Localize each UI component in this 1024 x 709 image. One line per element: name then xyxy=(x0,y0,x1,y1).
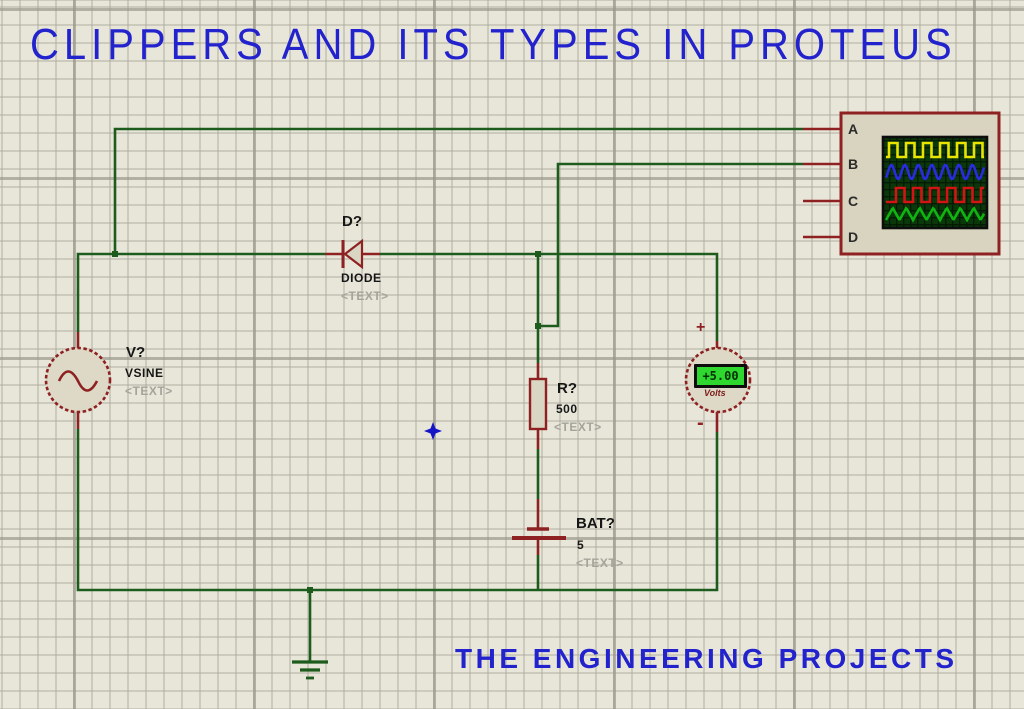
wire-source-bottom[interactable] xyxy=(76,429,719,592)
ground-symbol[interactable] xyxy=(292,660,328,680)
voltmeter-plus-sign: + xyxy=(696,319,706,336)
source-ref-label[interactable]: V? xyxy=(126,344,146,361)
wire-source-to-diode[interactable] xyxy=(76,252,325,332)
vsine-source-symbol[interactable] xyxy=(44,332,112,429)
scope-pin-label-a: A xyxy=(848,121,859,137)
diode-text-placeholder[interactable]: <TEXT> xyxy=(341,289,389,303)
diode-symbol[interactable] xyxy=(325,238,380,270)
scope-trace-channel-b xyxy=(884,163,986,181)
battery-symbol[interactable] xyxy=(512,499,566,555)
voltmeter-minus-sign: - xyxy=(697,412,704,434)
sine-glyph xyxy=(57,370,99,392)
resistor-symbol[interactable] xyxy=(528,363,548,449)
battery-text-placeholder[interactable]: <TEXT> xyxy=(576,556,624,570)
scope-pin-label-d: D xyxy=(848,229,859,245)
junction-dots xyxy=(112,251,541,593)
voltmeter-lcd-reading: +5.00 xyxy=(694,364,747,388)
scope-trace-channel-a xyxy=(886,141,984,159)
resistor-ref-label[interactable]: R? xyxy=(557,380,577,397)
origin-cursor-icon xyxy=(424,422,442,440)
battery-value-label[interactable]: 5 xyxy=(577,538,585,552)
footer-text[interactable]: THE ENGINEERING PROJECTS xyxy=(455,643,958,674)
scope-pin-label-b: B xyxy=(848,156,859,172)
scope-pin-label-c: C xyxy=(848,193,859,209)
diode-ref-label[interactable]: D? xyxy=(342,213,362,230)
resistor-text-placeholder[interactable]: <TEXT> xyxy=(554,420,602,434)
wire-diode-to-voltmeter[interactable] xyxy=(380,252,719,341)
source-text-placeholder[interactable]: <TEXT> xyxy=(125,384,173,398)
oscilloscope-screen xyxy=(881,135,989,230)
diode-value-label[interactable]: DIODE xyxy=(341,271,382,285)
battery-ref-label[interactable]: BAT? xyxy=(576,515,615,532)
resistor-value-label[interactable]: 500 xyxy=(556,402,578,416)
wire-scope-a[interactable] xyxy=(113,127,803,254)
source-value-label[interactable]: VSINE xyxy=(125,366,164,380)
scope-trace-channel-d xyxy=(884,206,986,223)
scope-trace-channel-c xyxy=(886,186,984,204)
wire-scope-b[interactable] xyxy=(538,162,803,328)
scope-pins[interactable] xyxy=(803,127,841,239)
page-title[interactable]: CLIPPERS AND ITS TYPES IN PROTEUS xyxy=(30,21,957,69)
voltmeter-unit-label: Volts xyxy=(704,388,726,398)
